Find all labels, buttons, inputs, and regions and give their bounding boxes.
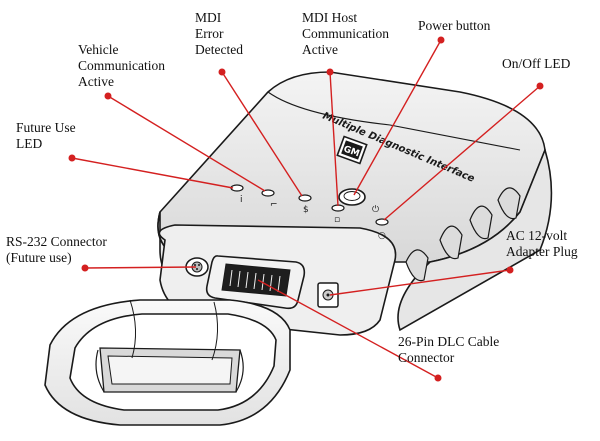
onoff-symbol-icon: ○ xyxy=(378,231,386,241)
mdi-error-led xyxy=(298,194,312,202)
onoff-led xyxy=(375,218,389,226)
led-symbols: i ⌐ $ ▫ ⏻ ○ xyxy=(240,195,386,241)
car-symbol-icon: ⌐ xyxy=(270,200,278,210)
power-button[interactable] xyxy=(338,188,366,206)
label-vehicle-comm: Vehicle Communication Active xyxy=(78,42,165,89)
vehicle-comm-led xyxy=(261,189,275,197)
label-onoff-led: On/Off LED xyxy=(502,56,571,71)
label-dlc: 26-Pin DLC Cable Connector xyxy=(398,334,500,365)
leader-mdi-error xyxy=(221,71,303,197)
error-symbol-icon: $ xyxy=(303,205,309,215)
label-mdi-error: MDI Error Detected xyxy=(195,10,243,57)
grip-ridges xyxy=(405,187,521,282)
end-cap xyxy=(44,299,291,426)
label-ac-plug: AC 12-volt Adapter Plug xyxy=(506,228,578,259)
leader-power xyxy=(353,39,442,196)
power-symbol-icon: ⏻ xyxy=(372,204,379,215)
label-mdi-host: MDI Host Communication Active xyxy=(302,10,389,57)
leader-future-led xyxy=(71,157,234,189)
vehicle-symbol-icon: i xyxy=(240,195,243,205)
label-future-led: Future Use LED xyxy=(16,120,76,151)
leader-lines xyxy=(68,36,544,382)
label-rs232: RS-232 Connector (Future use) xyxy=(6,234,107,265)
leader-vehicle-comm xyxy=(107,95,266,192)
gm-logo: GM xyxy=(336,135,368,165)
label-power-button: Power button xyxy=(418,18,491,33)
host-symbol-icon: ▫ xyxy=(334,215,340,225)
leader-onoff xyxy=(383,85,541,221)
leader-mdi-host xyxy=(329,71,339,207)
leader-rs232 xyxy=(84,266,197,269)
leader-dlc xyxy=(257,279,439,379)
leader-ac xyxy=(329,269,511,296)
ac-adapter-jack xyxy=(317,282,339,308)
